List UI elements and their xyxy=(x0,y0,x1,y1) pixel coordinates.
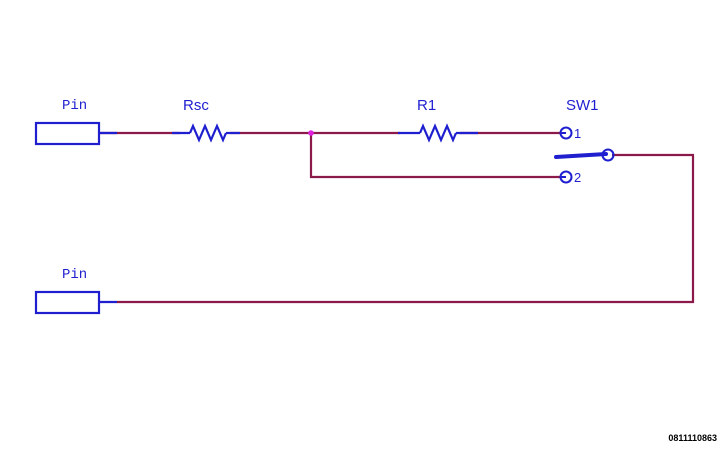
switch-sw1-label: SW1 xyxy=(566,97,599,114)
junction-dot xyxy=(308,130,314,136)
pin-label-bottom: Pin xyxy=(62,267,87,283)
resistor-rsc-label: Rsc xyxy=(183,97,209,114)
pin-connector-top xyxy=(34,121,117,146)
resistor-r1-label: R1 xyxy=(417,97,436,114)
resistor-r1 xyxy=(398,123,478,143)
pin-connector-bottom xyxy=(34,290,117,315)
sw1-terminal-1-label: 1 xyxy=(574,126,581,141)
switch-sw1 xyxy=(554,126,615,184)
sw1-terminal-2-label: 2 xyxy=(574,170,581,185)
sw1-common-circle xyxy=(601,148,615,162)
wire-bypass-to-sw1-terminal-2 xyxy=(309,133,560,179)
wire-sw1-common-return xyxy=(117,153,695,304)
sw1-blade xyxy=(554,152,608,159)
figure-id: 0811110863 xyxy=(668,433,717,443)
resistor-rsc xyxy=(172,123,240,143)
pin-label-top: Pin xyxy=(62,98,87,114)
